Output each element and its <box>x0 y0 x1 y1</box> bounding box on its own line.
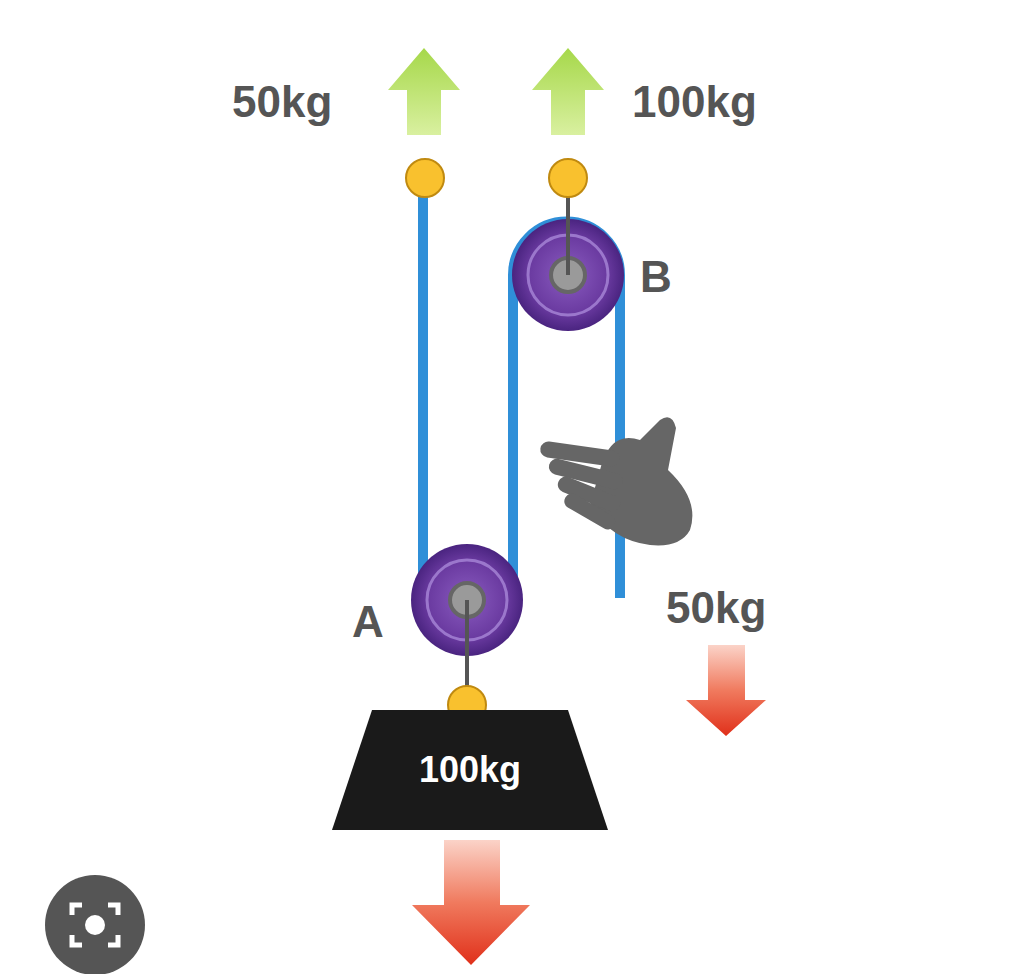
pulley-label: A <box>352 600 384 644</box>
hand-icon <box>539 417 692 545</box>
force-arrow <box>388 48 460 135</box>
weight-label: 50kg <box>666 586 766 630</box>
weight-block: 100kg <box>332 710 608 830</box>
pulley-label: B <box>640 255 672 299</box>
hanger <box>465 600 469 690</box>
force-arrow <box>532 48 604 135</box>
force-arrow <box>686 645 766 736</box>
trapezoid-outline <box>332 710 608 830</box>
weight-label: 100kg <box>632 80 757 124</box>
anchor-dot <box>406 159 444 197</box>
weight-text: 100kg <box>419 752 521 788</box>
force-arrow <box>412 840 530 965</box>
anchor-dot <box>549 159 587 197</box>
weight-label: 50kg <box>232 80 332 124</box>
lens-icon <box>45 875 145 974</box>
hanger <box>566 200 570 275</box>
